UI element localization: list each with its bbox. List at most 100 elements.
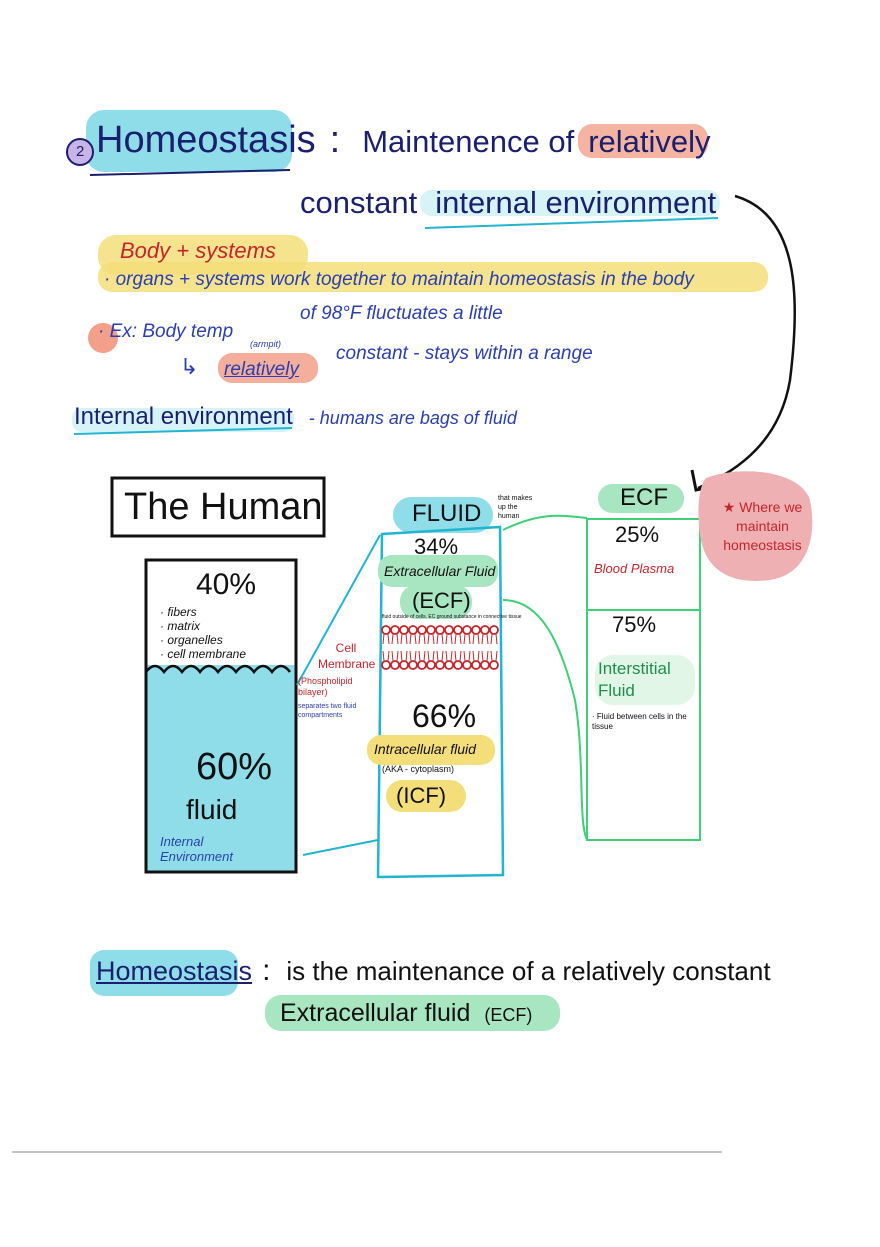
phospholipid-tail bbox=[445, 633, 453, 645]
summary-row-2: Extracellular fluid (ECF) bbox=[280, 999, 533, 1028]
phospholipid-head bbox=[480, 625, 490, 635]
arrow-bullet-icon: ↳ bbox=[180, 354, 199, 379]
plasma-percent: 25% bbox=[615, 522, 660, 547]
phospholipid-tail bbox=[400, 650, 408, 662]
phospholipid-tail bbox=[472, 633, 480, 645]
phospholipid-tail bbox=[472, 650, 480, 662]
phospholipid-tail bbox=[427, 633, 435, 645]
title-def-part1: Maintenence of bbox=[362, 124, 575, 159]
title-colon: : bbox=[329, 119, 341, 161]
interstitial-percent: 75% bbox=[612, 612, 657, 637]
relatively2-highlight bbox=[218, 353, 318, 383]
ecf-box bbox=[586, 518, 701, 841]
icf-percent: 66% bbox=[412, 698, 477, 734]
phospholipid-bilayer bbox=[381, 625, 499, 670]
interstitial-note: · Fluid between cells in the tissue bbox=[592, 712, 687, 731]
phospholipid-tail bbox=[463, 650, 471, 662]
icf-note: (AKA - cytoplasm) bbox=[382, 764, 455, 774]
fluctuates-note: of 98°F fluctuates a little bbox=[300, 303, 503, 324]
phospholipid-tail bbox=[382, 633, 390, 645]
interstitial-label: Interstitial Fluid bbox=[598, 659, 671, 700]
ex-bullet-highlight bbox=[88, 323, 118, 353]
title-def-relatively: relatively bbox=[588, 124, 711, 159]
internal-env2-highlight bbox=[72, 408, 294, 432]
cell-membrane-note: separates two fluid compartments bbox=[298, 703, 357, 719]
phospholipid-tail bbox=[418, 633, 426, 645]
phospholipid-head bbox=[381, 660, 391, 670]
phospholipid-head bbox=[444, 625, 454, 635]
phospholipid-tail bbox=[481, 633, 489, 645]
ecf-connector-bottom bbox=[502, 599, 588, 841]
phospholipid-head bbox=[417, 660, 427, 670]
solids-item: · organelles bbox=[160, 633, 223, 647]
number-circle bbox=[66, 138, 94, 166]
phospholipid-tail bbox=[436, 633, 444, 645]
phospholipid-tail bbox=[427, 650, 435, 662]
phospholipid-head bbox=[453, 625, 463, 635]
phospholipid-head bbox=[426, 660, 436, 670]
interstitial-highlight bbox=[595, 655, 695, 705]
ecf-label-highlight-1 bbox=[378, 555, 498, 587]
phospholipid-tail bbox=[445, 650, 453, 662]
phospholipid-head bbox=[462, 625, 472, 635]
section-number: 2 bbox=[76, 143, 85, 160]
phospholipid-head bbox=[444, 660, 454, 670]
homeostasis-underline bbox=[89, 169, 291, 176]
ecf-percent: 34% bbox=[414, 534, 459, 559]
phospholipid-tail bbox=[382, 650, 390, 662]
phospholipid-head bbox=[381, 625, 391, 635]
internal-env-highlight bbox=[420, 190, 720, 216]
human-container bbox=[144, 558, 298, 874]
plasma-label: Blood Plasma bbox=[594, 561, 675, 576]
phospholipid-tail bbox=[481, 650, 489, 662]
icf-abbr: (ICF) bbox=[396, 783, 447, 808]
organs-systems-note: · organs + systems work together to main… bbox=[104, 269, 694, 290]
phospholipid-head bbox=[489, 625, 499, 635]
phospholipid-tail bbox=[418, 650, 426, 662]
phospholipid-head bbox=[435, 625, 445, 635]
callout-blob bbox=[698, 471, 813, 581]
title-row-2: constant internal environment bbox=[300, 185, 717, 220]
curved-arrow bbox=[697, 194, 797, 490]
phospholipid-head bbox=[390, 625, 400, 635]
internal-env-note: Internal Environment bbox=[160, 834, 233, 864]
internal-env2-underline bbox=[73, 427, 293, 435]
human-fluid-fill bbox=[146, 665, 296, 872]
homeostasis-callout: ★ Where we maintain homeostasis bbox=[722, 499, 803, 553]
phospholipid-tail bbox=[409, 650, 417, 662]
internal-env-row: Internal environment - humans are bags o… bbox=[74, 403, 517, 430]
relatively-highlight bbox=[578, 124, 708, 158]
phospholipid-tail bbox=[490, 650, 498, 662]
title-def-constant: constant bbox=[300, 185, 418, 220]
ecf-note: fluid outside of cells. EC ground substa… bbox=[382, 614, 522, 620]
summary-ecf-highlight bbox=[265, 995, 560, 1031]
icf-label-highlight bbox=[367, 735, 495, 765]
icf-abbr-highlight bbox=[386, 780, 466, 812]
fluid-label: fluid bbox=[186, 794, 238, 825]
phospholipid-tail bbox=[490, 633, 498, 645]
fluid-percent: 60% bbox=[196, 746, 273, 788]
body-systems-label: Body + systems bbox=[120, 238, 276, 263]
fluid-column-note: that makes up the human bbox=[498, 495, 533, 520]
cell-membrane-title: Cell Membrane bbox=[318, 641, 376, 671]
phospholipid-tail bbox=[463, 633, 471, 645]
homeostasis-highlight bbox=[86, 110, 292, 172]
solids-item: · fibers bbox=[160, 605, 197, 619]
fluid-label-highlight bbox=[393, 497, 493, 533]
relatively-note: relatively bbox=[224, 359, 299, 380]
phospholipid-head bbox=[426, 625, 436, 635]
summary-ecf-label: Extracellular fluid bbox=[280, 999, 471, 1027]
ecf-pill bbox=[598, 484, 684, 513]
phospholipid-head bbox=[471, 660, 481, 670]
title-def-internal-env: internal environment bbox=[435, 185, 717, 220]
cell-membrane-subtitle: (Phospholipid bilayer) bbox=[298, 676, 353, 697]
phospholipid-tail bbox=[454, 633, 462, 645]
ecf-label: Extracellular Fluid bbox=[384, 563, 496, 579]
ecf-label-highlight-2 bbox=[400, 585, 472, 619]
human-label-box bbox=[110, 476, 326, 538]
summary-row-1: Homeostasis : is the maintenance of a re… bbox=[96, 954, 771, 987]
internal-env-def: - humans are bags of fluid bbox=[308, 408, 517, 428]
summary-ecf-abbr: (ECF) bbox=[484, 1005, 533, 1025]
